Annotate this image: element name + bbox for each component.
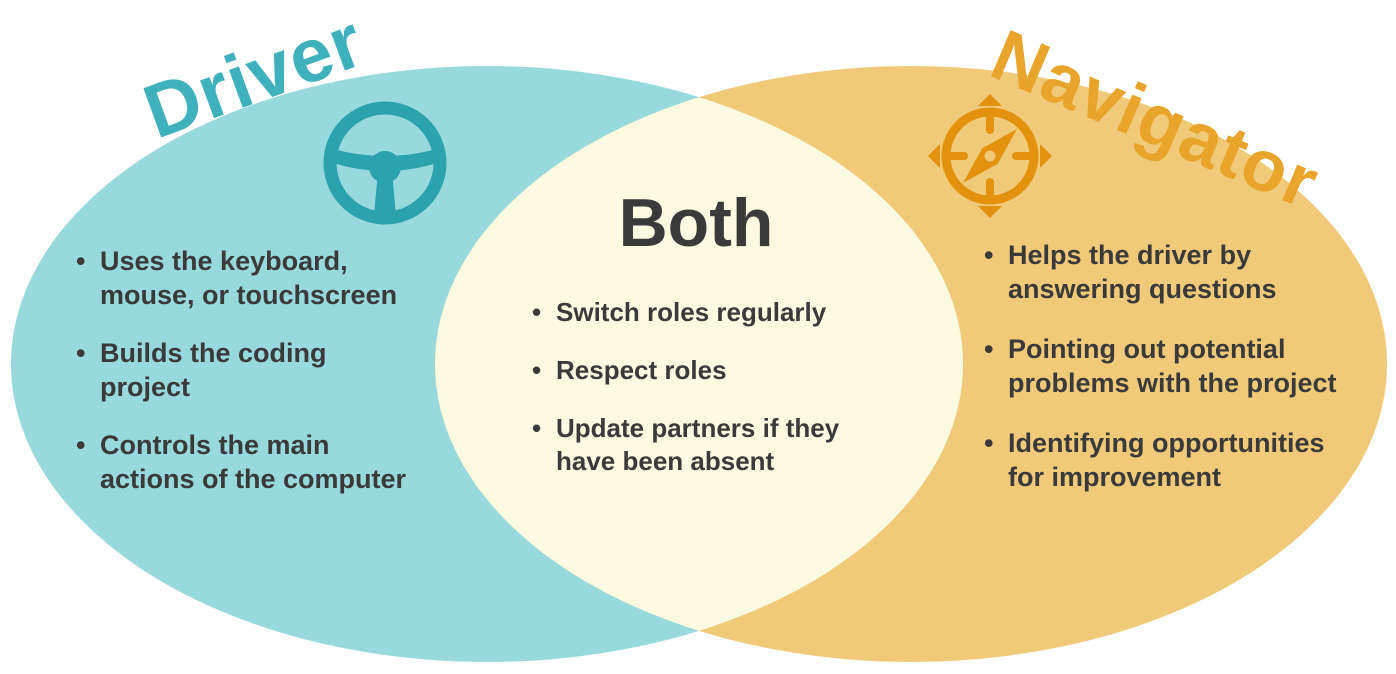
- both-item-3: Update partners if they have been absent: [532, 412, 880, 478]
- navigator-item-3: Identifying opportunities for improvemen…: [984, 426, 1350, 494]
- steering-wheel-icon: [323, 101, 447, 225]
- compass-ticks: [945, 111, 1035, 201]
- overlap-lens: [435, 66, 963, 662]
- compass-cardinal-arrows: [928, 94, 1052, 218]
- compass-icon: [928, 94, 1052, 218]
- navigator-item-2: Pointing out potential problems with the…: [984, 332, 1380, 400]
- driver-item-1: Uses the keyboard, mouse, or touchscreen: [76, 244, 424, 312]
- navigator-list: Helps the driver by answering questions …: [984, 238, 1380, 520]
- steering-wheel-rim: [323, 101, 447, 225]
- both-title: Both: [618, 185, 774, 261]
- driver-item-3: Controls the main actions of the compute…: [76, 428, 428, 496]
- both-item-1: Switch roles regularly: [532, 296, 886, 329]
- driver-item-2: Builds the coding project: [76, 336, 384, 404]
- navigator-item-1: Helps the driver by answering questions: [984, 238, 1332, 306]
- steering-wheel-hub: [369, 151, 401, 183]
- both-list: Switch roles regularly Respect roles Upd…: [532, 296, 886, 503]
- compass-needle: [963, 129, 1017, 183]
- driver-list: Uses the keyboard, mouse, or touchscreen…: [76, 244, 428, 520]
- both-item-2: Respect roles: [532, 354, 886, 387]
